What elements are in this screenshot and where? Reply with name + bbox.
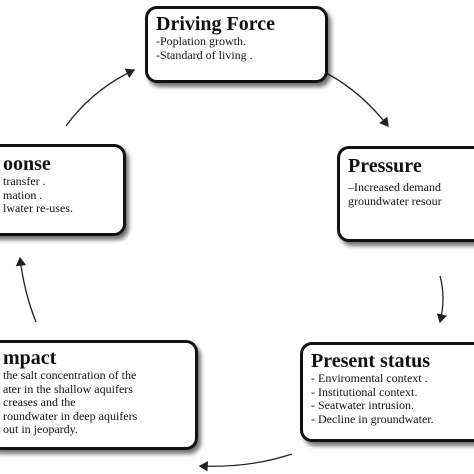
pressure-title: Pressure	[348, 155, 422, 177]
present-status-title: Present status	[311, 350, 431, 372]
response-title: oonse	[3, 153, 51, 175]
present-status-item: - Enviromental context .	[311, 371, 428, 385]
driving-force-item: -Poplation growth.	[156, 34, 246, 48]
arrow-driving-force-to-pressure	[319, 69, 389, 128]
response-item: lwater re-uses.	[3, 201, 73, 215]
impact-title: mpact	[3, 347, 57, 369]
pressure-item: –Increased demand	[348, 180, 441, 194]
pressure-box: Pressure –Increased demand groundwater r…	[337, 146, 474, 242]
present-status-item: - Seatwater intrusion.	[311, 398, 414, 412]
driving-force-item: -Standard of living .	[156, 47, 253, 62]
impact-item: the salt concentration of the	[3, 368, 137, 382]
arrow-response-to-driving-force	[65, 68, 136, 127]
impact-item: roundwater in deep aquifers	[3, 408, 138, 423]
arrow-pressure-to-present-status	[436, 275, 447, 324]
impact-item: out in jeopardy.	[3, 422, 78, 436]
driving-force-box: Driving Force -Poplation growth. -Standa…	[145, 6, 328, 83]
driving-force-title: Driving Force	[156, 13, 276, 35]
response-item: mation .	[3, 187, 43, 202]
present-status-box: Present status - Enviromental context . …	[300, 342, 474, 442]
impact-item: ater in the shallow aquifers	[3, 381, 133, 396]
present-status-item: - Decline in groundwater.	[311, 411, 434, 426]
pressure-item: groundwater resour	[348, 193, 442, 208]
impact-box: mpact the salt concentration of the ater…	[0, 340, 198, 450]
arrow-present-status-to-impact	[198, 453, 293, 472]
response-item: transfer .	[3, 174, 46, 188]
arrow-impact-to-response	[15, 256, 37, 323]
present-status-item: - Institutional context.	[311, 384, 418, 399]
response-box: oonse transfer . mation . lwater re-uses…	[0, 144, 126, 236]
impact-item: creases and the	[3, 395, 76, 409]
